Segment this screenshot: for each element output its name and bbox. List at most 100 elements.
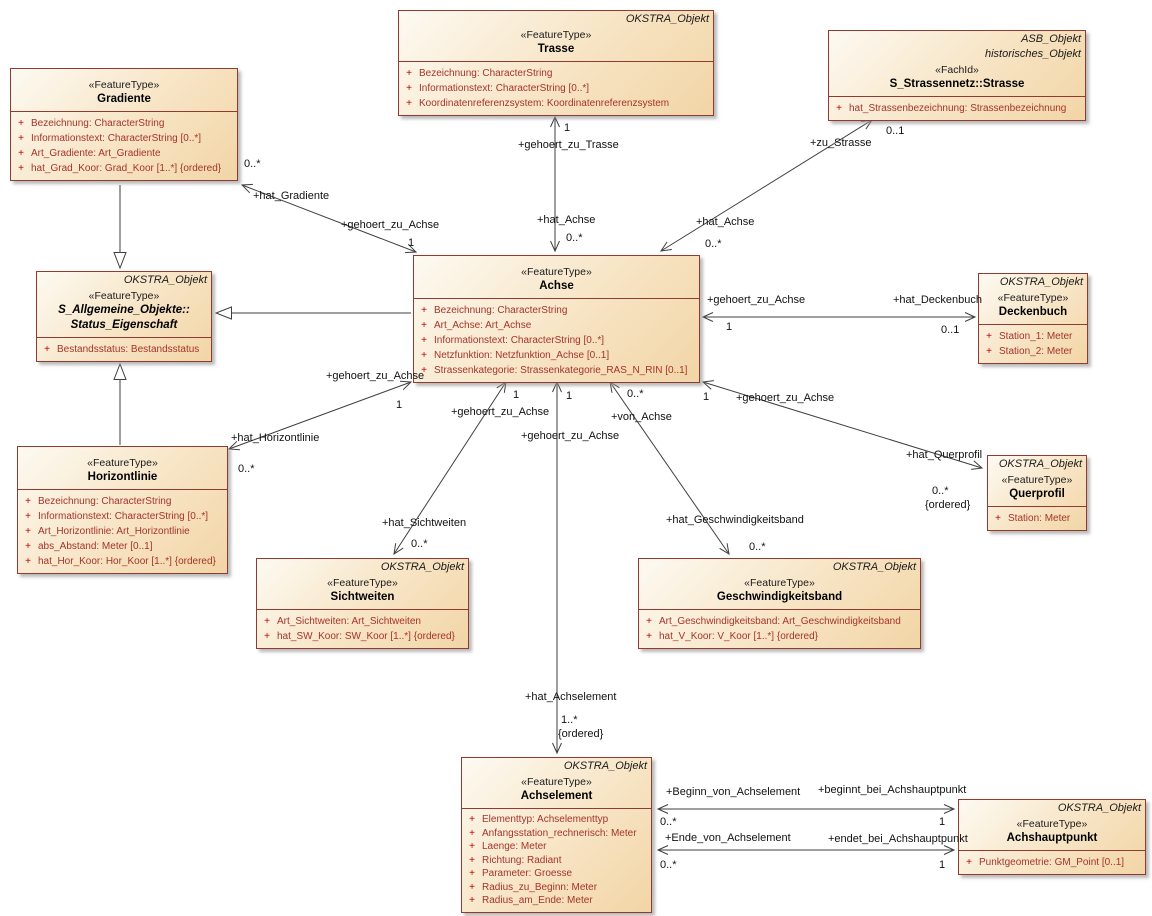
attribute-row: +hat_Grad_Koor: Grad_Koor [1..*] {ordere… <box>11 161 235 176</box>
class-achselement[interactable]: OKSTRA_Objekt «FeatureType» Achselement … <box>461 757 652 913</box>
stereotype: «FeatureType» <box>88 290 160 302</box>
visibility-plus: + <box>25 541 31 552</box>
attribute-row: +Punktgeometrie: GM_Point [0..1] <box>959 855 1143 870</box>
multiplicity-label: 0..* <box>238 463 255 475</box>
class-name: Achse <box>539 280 574 292</box>
role-label-gehoert-zu-achse: +gehoert_zu_Achse <box>326 370 425 382</box>
attribute-text: Strassenkategorie: Strassenkategorie_RAS… <box>434 365 688 376</box>
class-deckenbuch[interactable]: OKSTRA_Objekt «FeatureType» Deckenbuch +… <box>978 273 1088 364</box>
multiplicity-label: 0..* <box>749 541 766 553</box>
visibility-plus: + <box>25 556 31 567</box>
multiplicity-label: 0..* <box>244 158 261 170</box>
multiplicity-label: 1 <box>396 399 403 411</box>
class-name: Geschwindigkeitsband <box>716 591 843 603</box>
attribute-row: +hat_Hor_Koor: Hor_Koor [1..*] {ordered} <box>18 554 225 569</box>
attribute-text: Art_Geschwindigkeitsband: Art_Geschwindi… <box>659 616 901 627</box>
attribute-text: Elementtyp: Achselementtyp <box>482 814 609 825</box>
attribute-row: +Bezeichnung: CharacterString <box>414 303 697 318</box>
class-gradiente[interactable]: «FeatureType» Gradiente +Bezeichnung: Ch… <box>10 68 238 181</box>
role-label-hat-horizontlinie: +hat_Horizontlinie <box>231 432 320 444</box>
attribute-row: +Radius_zu_Beginn: Meter <box>462 881 649 895</box>
attribute-text: Bezeichnung: CharacterString <box>419 68 553 79</box>
stereotype: «FeatureType» <box>1001 474 1073 486</box>
attribute-text: hat_V_Koor: V_Koor [1..*] {ordered} <box>659 631 818 642</box>
attribute-row: +Parameter: Groesse <box>462 867 649 881</box>
multiplicity-label: 1..* <box>561 714 578 726</box>
class-horizontlinie[interactable]: «FeatureType» Horizontlinie +Bezeichnung… <box>17 446 228 574</box>
attribute-list: +Bezeichnung: CharacterString+Art_Achse:… <box>414 298 699 382</box>
attribute-text: Art_Achse: Art_Achse <box>434 320 532 331</box>
visibility-plus: + <box>406 83 412 94</box>
visibility-plus: + <box>421 335 427 346</box>
class-name: Sichtweiten <box>330 591 395 603</box>
class-trasse[interactable]: OKSTRA_Objekt «FeatureType» Trasse +Beze… <box>398 10 714 116</box>
visibility-plus: + <box>646 616 652 627</box>
attribute-text: hat_SW_Koor: SW_Koor [1..*] {ordered} <box>277 631 455 642</box>
tagged-value: OKSTRA_Objekt <box>625 13 709 25</box>
attribute-row: +Radius_am_Ende: Meter <box>462 894 649 908</box>
role-label-zu-strasse: +zu_Strasse <box>810 137 872 149</box>
class-querprofil[interactable]: OKSTRA_Objekt «FeatureType» Querprofil +… <box>987 455 1087 531</box>
class-name: Trasse <box>537 43 575 55</box>
role-label-endet-bei-achshauptpunkt: +endet_bei_Achshauptpunkt <box>828 833 968 845</box>
visibility-plus: + <box>18 148 24 159</box>
attribute-list: + Art_Geschwindigkeitsband: Art_Geschwind… <box>639 609 920 648</box>
constraint-label-ordered: {ordered} <box>925 499 971 511</box>
class-name: Status_Eigenschaft <box>70 319 178 331</box>
visibility-plus: + <box>25 496 31 507</box>
class-status-eigenschaft[interactable]: OKSTRA_Objekt «FeatureType» S_Allgemeine… <box>36 271 212 362</box>
multiplicity-label: 0..* <box>932 485 949 497</box>
tagged-value: OKSTRA_Objekt <box>832 561 916 573</box>
class-name: S_Allgemeine_Objekte:: <box>58 304 190 316</box>
visibility-plus: + <box>995 513 1001 524</box>
attribute-list: +Bezeichnung: CharacterString+Informatio… <box>18 489 227 573</box>
attribute-row: +Richtung: Radiant <box>462 854 649 868</box>
visibility-plus: + <box>421 305 427 316</box>
constraint-label-ordered: {ordered} <box>558 728 604 740</box>
visibility-plus: + <box>966 857 972 868</box>
attribute-text: Netzfunktion: Netzfunktion_Achse [0..1] <box>434 350 610 361</box>
stereotype: «FeatureType» <box>521 266 592 278</box>
visibility-plus: + <box>469 868 475 879</box>
multiplicity-label: 1 <box>939 859 946 871</box>
attribute-text: Radius_am_Ende: Meter <box>482 895 593 906</box>
class-name: S_Strassennetz::Strasse <box>889 78 1025 90</box>
class-achse[interactable]: «FeatureType» Achse +Bezeichnung: Charac… <box>413 255 700 383</box>
class-geschwindigkeitsband[interactable]: OKSTRA_Objekt «FeatureType» Geschwindigk… <box>638 558 921 649</box>
attribute-row: +Art_Gradiente: Art_Gradiente <box>11 146 235 161</box>
multiplicity-label: 0..1 <box>941 324 960 336</box>
role-label-hat-gradiente: +hat_Gradiente <box>253 190 330 202</box>
visibility-plus: + <box>18 163 24 174</box>
tagged-value: OKSTRA_Objekt <box>1057 802 1141 814</box>
stereotype: «FachId» <box>935 64 979 76</box>
attribute-row: +Koordinatenreferenzsystem: Koordinatenr… <box>399 96 711 111</box>
multiplicity-label: 0..* <box>705 238 722 250</box>
attribute-row: +Informationstext: CharacterString [0..*… <box>399 81 711 96</box>
attribute-row: +Strassenkategorie: Strassenkategorie_RA… <box>414 363 697 378</box>
class-strasse[interactable]: ASB_Objekt historisches_Objekt «FachId» … <box>828 30 1086 121</box>
attribute-text: Informationstext: CharacterString [0..*] <box>434 335 605 346</box>
tagged-value: OKSTRA_Objekt <box>999 276 1083 288</box>
class-achshauptpunkt[interactable]: OKSTRA_Objekt «FeatureType» Achshauptpun… <box>958 799 1146 875</box>
role-label-gehoert-zu-achse: +gehoert_zu_Achse <box>451 406 550 418</box>
visibility-plus: + <box>406 68 412 79</box>
visibility-plus: + <box>469 881 475 893</box>
attribute-text: Informationstext: CharacterString [0..*] <box>31 133 202 144</box>
stereotype: «FeatureType» <box>87 457 158 469</box>
tagged-value: OKSTRA_Objekt <box>998 458 1082 470</box>
class-name: Querprofil <box>1009 488 1065 500</box>
attribute-row: +Informationstext: CharacterString [0..*… <box>11 131 235 146</box>
attribute-text: Anfangsstation_rechnerisch: Meter <box>482 827 637 839</box>
multiplicity-label: 0..1 <box>886 125 905 137</box>
attribute-text: Bestandsstatus: Bestandsstatus <box>57 344 200 355</box>
attribute-row: + Bezeichnung: CharacterString <box>399 66 711 81</box>
class-sichtweiten[interactable]: OKSTRA_Objekt «FeatureType» Sichtweiten … <box>256 558 469 649</box>
attribute-row: +Anfangsstation_rechnerisch: Meter <box>462 827 649 841</box>
role-label-gehoert-zu-achse: +gehoert_zu_Achse <box>736 392 835 404</box>
attribute-row: +Informationstext: CharacterString [0..*… <box>18 509 225 524</box>
attribute-list: +Bezeichnung: CharacterString+Informatio… <box>11 111 237 180</box>
role-label-hat-achselement: +hat_Achselement <box>525 691 617 703</box>
attribute-row: +Station_1: Meter <box>979 329 1085 344</box>
role-label-beginnt-bei-achshauptpunkt: +beginnt_bei_Achshauptpunkt <box>818 784 967 796</box>
visibility-plus: + <box>646 631 652 642</box>
